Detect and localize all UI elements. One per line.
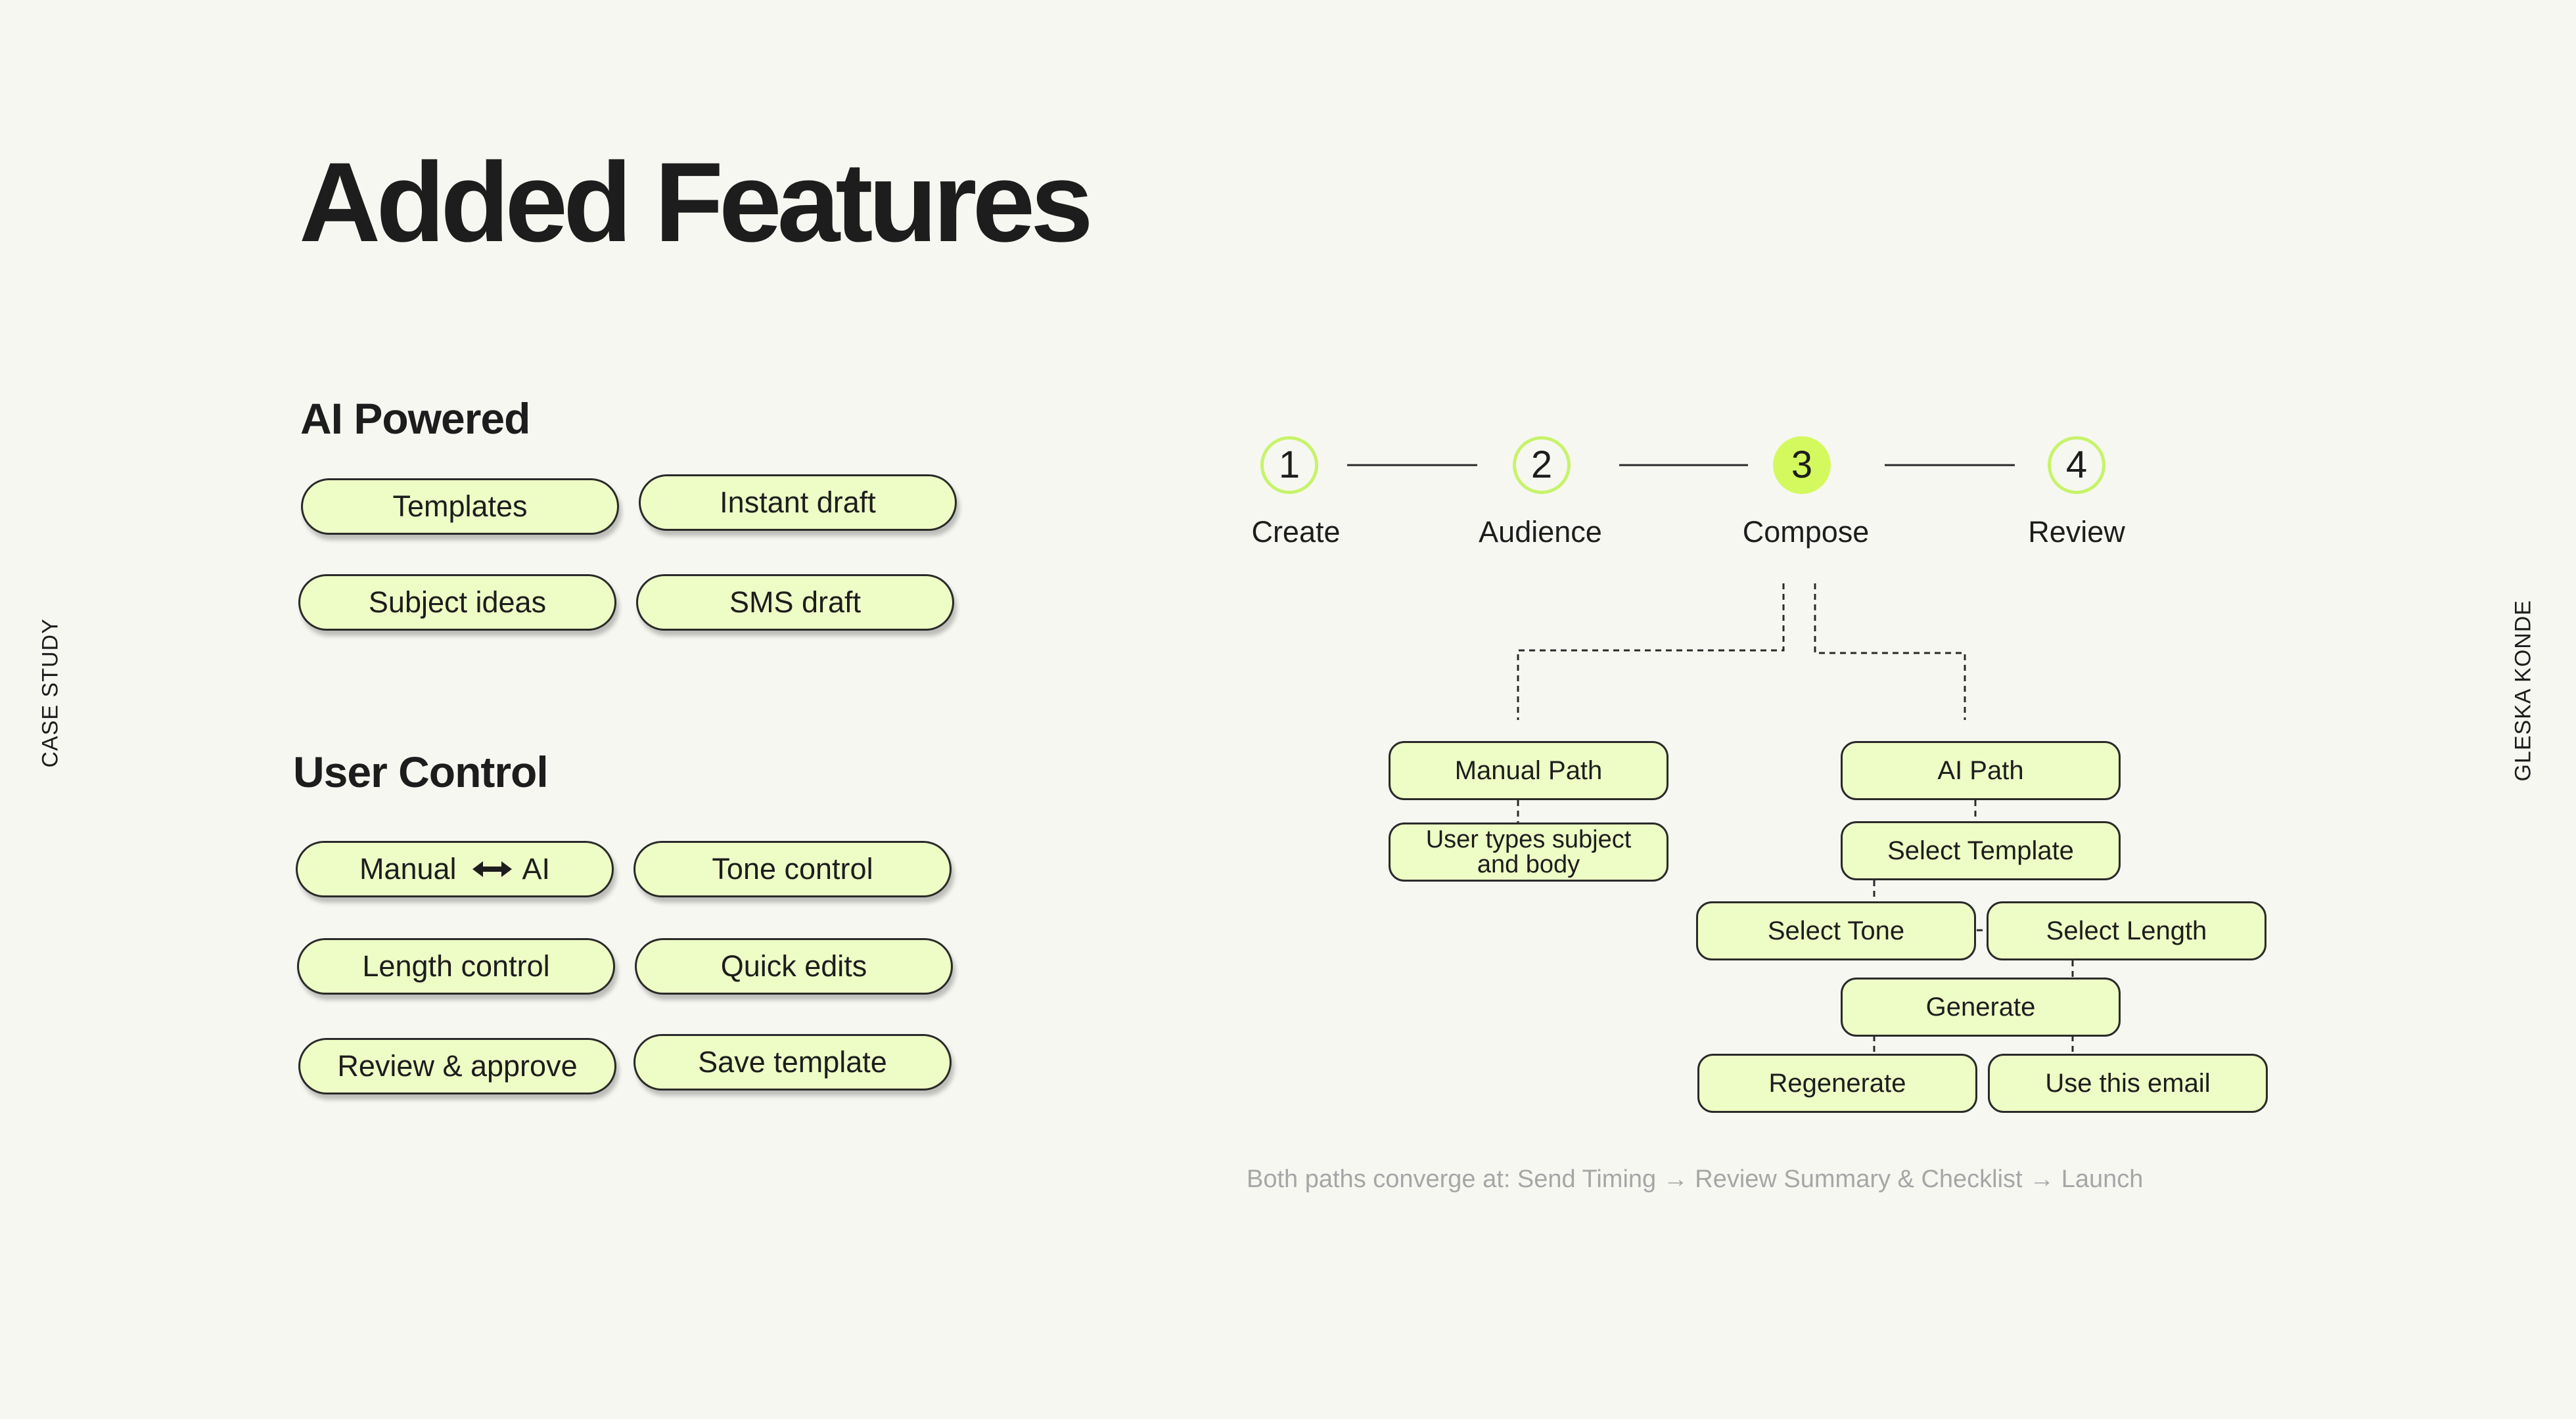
step-4-circle: 4	[2048, 436, 2105, 494]
connector-compose-ai	[1814, 583, 1966, 720]
feature-pill-manual-ai-toggle: Manual AI	[296, 841, 614, 897]
flow-node-manual-path: Manual Path	[1389, 741, 1668, 800]
step-1-label: Create	[1251, 515, 1341, 549]
step-1-circle: 1	[1260, 436, 1318, 494]
feature-pill-tone-control: Tone control	[633, 841, 952, 897]
step-2-circle: 2	[1513, 436, 1571, 494]
convergence-footnote: Both paths converge at: Send Timing → Re…	[1247, 1165, 2144, 1193]
flow-node-select-length: Select Length	[1987, 901, 2266, 960]
page-title: Added Features	[299, 139, 1093, 265]
flow-node-regenerate: Regenerate	[1697, 1054, 1977, 1113]
connector-compose-manual	[1517, 583, 1785, 720]
step-3-circle: 3	[1773, 436, 1831, 494]
feature-pill-sms-draft: SMS draft	[636, 574, 954, 631]
flow-node-select-tone: Select Tone	[1696, 901, 1976, 960]
flow-node-use-email: Use this email	[1988, 1054, 2268, 1113]
feature-pill-save-template: Save template	[633, 1034, 952, 1091]
feature-pill-length-control: Length control	[297, 938, 615, 995]
user-control-heading: User Control	[293, 748, 549, 796]
feature-pill-review-approve: Review & approve	[298, 1038, 616, 1094]
flow-node-select-template: Select Template	[1841, 821, 2121, 880]
feature-pill-templates: Templates	[301, 478, 619, 535]
feature-pill-instant-draft: Instant draft	[639, 474, 957, 531]
step-2-label: Audience	[1479, 515, 1602, 549]
feature-pill-quick-edits: Quick edits	[635, 938, 953, 995]
bidirectional-arrow-icon	[472, 861, 512, 877]
toggle-manual-label: Manual	[359, 852, 457, 886]
flow-node-ai-path: AI Path	[1841, 741, 2121, 800]
toggle-ai-label: AI	[522, 852, 551, 886]
flow-node-generate: Generate	[1841, 978, 2121, 1037]
feature-pill-subject-ideas: Subject ideas	[298, 574, 616, 631]
step-3-label: Compose	[1742, 515, 1870, 549]
flow-node-manual-detail: User types subject and body	[1389, 822, 1668, 882]
ai-powered-heading: AI Powered	[300, 394, 530, 443]
step-4-label: Review	[2028, 515, 2125, 549]
